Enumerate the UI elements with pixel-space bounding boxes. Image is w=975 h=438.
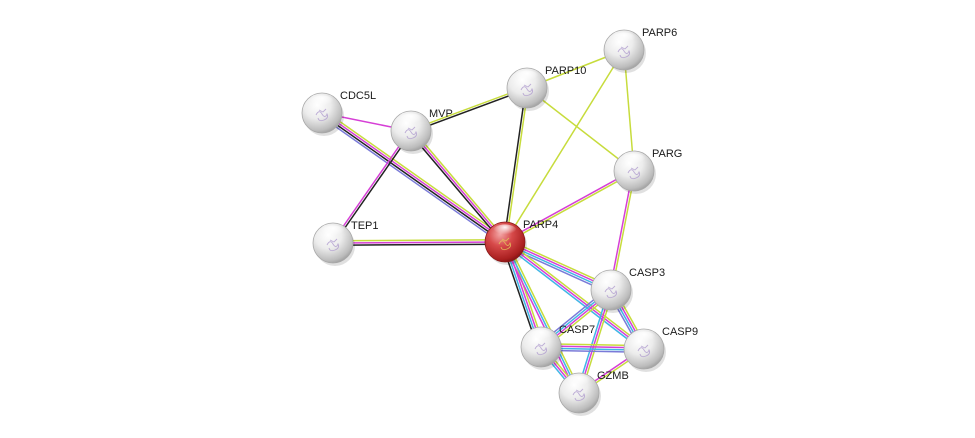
- edge-strand-experiments: [331, 129, 411, 243]
- node-gloss: [398, 113, 424, 128]
- edge-mvp-parp4[interactable]: [408, 129, 508, 244]
- node-mvp[interactable]: MVP: [390, 108, 453, 154]
- node-label: TEP1: [351, 220, 379, 232]
- edge-strand-textmining: [332, 239, 505, 242]
- edge-strand-experiments: [410, 130, 506, 243]
- node-label: PARP4: [523, 219, 558, 231]
- node-label: CASP3: [629, 267, 665, 279]
- edge-strand-coexpression: [503, 87, 527, 242]
- protein-structure-icon: [534, 342, 548, 356]
- edge-strand-coexpression: [411, 88, 528, 133]
- edge-strand-textmining: [505, 171, 635, 244]
- edges-layer: [319, 49, 648, 395]
- edge-strand-homology: [319, 115, 504, 246]
- edge-strand-coexpression: [320, 113, 505, 244]
- node-tep1[interactable]: TEP1: [312, 220, 379, 266]
- node-casp9[interactable]: CASP9: [623, 326, 698, 372]
- node-gloss: [320, 225, 346, 240]
- node-casp3[interactable]: CASP3: [590, 267, 665, 313]
- edge-strand-textmining: [505, 88, 529, 243]
- node-gloss: [309, 95, 335, 110]
- protein-structure-icon: [572, 388, 586, 402]
- node-label: PARP10: [545, 65, 586, 77]
- node-gloss: [621, 153, 647, 168]
- node-gloss: [611, 32, 637, 47]
- edge-parp10-parp4[interactable]: [503, 87, 529, 243]
- node-gloss: [528, 329, 554, 344]
- edge-strand-experiments: [332, 241, 506, 244]
- edge-strand-experiments: [504, 241, 645, 350]
- edge-strand-experiments: [322, 111, 507, 242]
- edge-strand-databases: [504, 241, 580, 394]
- protein-structure-icon: [498, 237, 512, 251]
- edge-strand-textmining: [505, 239, 646, 348]
- edge-parp10-parg[interactable]: [526, 87, 635, 172]
- edge-parp6-parp4[interactable]: [504, 49, 625, 243]
- protein-structure-icon: [326, 238, 340, 252]
- node-label: PARP6: [642, 27, 677, 39]
- node-parg[interactable]: PARG: [613, 148, 682, 194]
- edge-mvp-tep1[interactable]: [331, 129, 413, 245]
- edge-strand-coexpression: [333, 131, 413, 245]
- edge-strand-coexpression: [408, 131, 504, 244]
- node-gloss: [492, 224, 518, 239]
- node-gloss: [566, 375, 592, 390]
- node-parp4[interactable]: PARP4: [484, 219, 558, 265]
- node-gzmb[interactable]: GZMB: [558, 370, 629, 416]
- edge-strand-textmining: [504, 49, 625, 243]
- edge-tep1-parp4[interactable]: [332, 239, 506, 246]
- edge-strand-experiments: [502, 242, 578, 395]
- node-gloss: [514, 70, 540, 85]
- node-parp6[interactable]: PARP6: [603, 27, 677, 73]
- protein-structure-icon: [627, 166, 641, 180]
- edge-parg-parp4[interactable]: [504, 169, 635, 244]
- protein-structure-icon: [315, 108, 329, 122]
- node-gloss: [631, 331, 657, 346]
- node-casp7[interactable]: CASP7: [520, 324, 595, 370]
- protein-structure-icon: [520, 83, 534, 97]
- protein-structure-icon: [617, 45, 631, 59]
- edge-strand-coexpression: [333, 243, 506, 246]
- edge-mvp-parp10[interactable]: [410, 86, 528, 133]
- edge-parp4-casp9[interactable]: [503, 239, 646, 352]
- edge-parp4-gzmb[interactable]: [502, 240, 582, 395]
- edge-strand-textmining: [412, 129, 508, 242]
- node-label: CDC5L: [340, 90, 376, 102]
- node-gloss: [598, 272, 624, 287]
- edge-strand-textmining: [506, 240, 582, 393]
- node-label: PARG: [652, 148, 682, 160]
- node-label: GZMB: [597, 370, 629, 382]
- edge-strand-experiments: [504, 169, 634, 242]
- node-cdc5l[interactable]: CDC5L: [301, 90, 376, 136]
- node-label: MVP: [429, 108, 453, 120]
- protein-structure-icon: [637, 344, 651, 358]
- edge-strand-textmining: [323, 109, 508, 240]
- protein-structure-icon: [604, 285, 618, 299]
- edge-strand-textmining: [526, 87, 635, 172]
- protein-structure-icon: [404, 126, 418, 140]
- edge-strand-textmining: [410, 86, 527, 131]
- node-parp10[interactable]: PARP10: [506, 65, 586, 111]
- edge-cdc5l-parp4[interactable]: [319, 109, 508, 246]
- edge-strand-databases: [503, 243, 644, 352]
- node-label: CASP7: [559, 324, 595, 336]
- node-label: CASP9: [662, 326, 698, 338]
